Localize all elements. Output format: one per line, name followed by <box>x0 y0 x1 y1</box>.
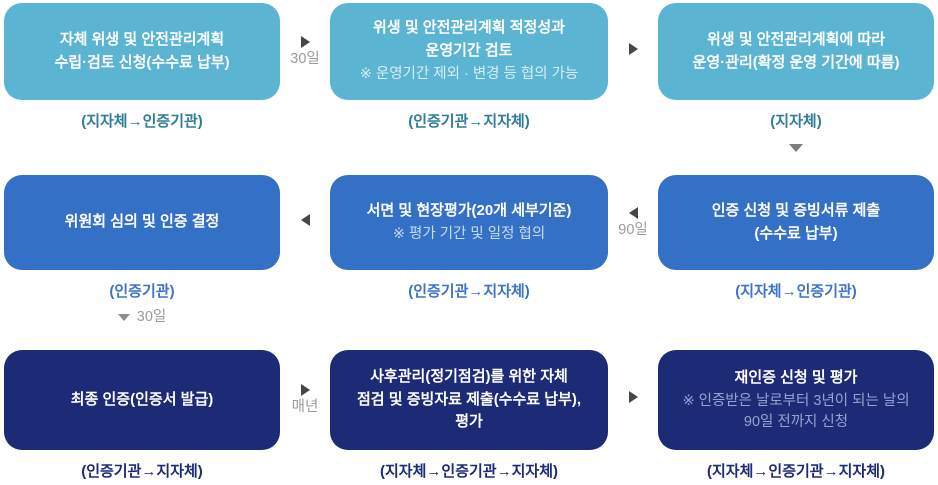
step-committee-decision: 위원회 심의 및 인증 결정 <box>4 175 280 270</box>
step-title: 자체 위생 및 안전관리계획 수립·검토 신청(수수료 납부) <box>54 31 230 71</box>
flow-cell: 위생 및 안전관리계획에 따라 운영·관리(확정 운영 기간에 따름) (지자체… <box>658 3 934 152</box>
arrow-right-icon <box>300 35 310 48</box>
arrow-label: 30일 <box>136 308 167 325</box>
flow-cell: 재인증 신청 및 평가 ※ 인증받은 날로부터 3년이 되는 날의 90일 전까… <box>658 350 934 481</box>
arrow-left-icon <box>628 206 638 219</box>
step-caption: (지자체→인증기관→지자체) <box>380 463 558 480</box>
step-caption: (지자체) <box>770 113 822 130</box>
step-caption: (지자체→인증기관) <box>735 283 857 300</box>
arrow-label: 30일 <box>290 50 320 67</box>
flow-cell: 자체 위생 및 안전관리계획 수립·검토 신청(수수료 납부) (지자체→인증기… <box>4 3 280 131</box>
arrow-label: 90일 <box>618 221 648 238</box>
step-note: ※ 인증받은 날로부터 3년이 되는 날의 90일 전까지 신청 <box>682 393 910 431</box>
step-title: 재인증 신청 및 평가 <box>734 368 858 386</box>
arrow-label: 매년 <box>291 399 319 416</box>
step-caption: (지자체→인증기관) <box>81 113 203 130</box>
step-caption: (인증기관→지자체) <box>81 463 203 480</box>
step-note: ※ 평가 기간 및 일정 협의 <box>392 226 546 243</box>
flow-connector: 30일 <box>280 3 330 100</box>
step-caption: (인증기관→지자체) <box>408 113 530 130</box>
flow-connector <box>608 350 658 450</box>
step-title: 인증 신청 및 증빙서류 제출 (수수료 납부) <box>711 202 881 242</box>
arrow-right-icon <box>628 391 638 403</box>
step-title: 위원회 심의 및 인증 결정 <box>64 213 220 231</box>
flow-connector <box>608 3 658 100</box>
step-note: ※ 운영기간 제외 · 변경 등 협의 가능 <box>359 66 579 83</box>
flow-cell: 위생 및 안전관리계획 적정성과 운영기간 검토 ※ 운영기간 제외 · 변경 … <box>330 3 608 131</box>
step-title: 최종 인증(인증서 발급) <box>70 390 214 408</box>
flow-cell: 위원회 심의 및 인증 결정 (인증기관) 30일 <box>4 175 280 325</box>
step-follow-up-management: 사후관리(정기점검)를 위한 자체 점검 및 증빙자료 제출(수수료 납부), … <box>330 350 608 450</box>
step-plan-review: 위생 및 안전관리계획 적정성과 운영기간 검토 ※ 운영기간 제외 · 변경 … <box>330 3 608 100</box>
down-arrow-with-label: 30일 <box>117 308 167 326</box>
flow-row-2: 위원회 심의 및 인증 결정 (인증기관) 30일 서면 및 현장평가(20개 … <box>0 175 938 325</box>
step-document-field-evaluation: 서면 및 현장평가(20개 세부기준) ※ 평가 기간 및 일정 협의 <box>330 175 608 270</box>
flow-cell: 사후관리(정기점검)를 위한 자체 점검 및 증빙자료 제출(수수료 납부), … <box>330 350 608 481</box>
flow-cell: 서면 및 현장평가(20개 세부기준) ※ 평가 기간 및 일정 협의 (인증기… <box>330 175 608 301</box>
arrow-down-icon <box>117 313 130 321</box>
step-title: 위생 및 안전관리계획에 따라 운영·관리(확정 운영 기간에 따름) <box>692 31 900 71</box>
step-plan-submission: 자체 위생 및 안전관리계획 수립·검토 신청(수수료 납부) <box>4 3 280 100</box>
step-title: 사후관리(정기점검)를 위한 자체 점검 및 증빙자료 제출(수수료 납부), … <box>356 368 582 431</box>
flow-connector <box>280 175 330 270</box>
arrow-left-icon <box>300 213 310 226</box>
step-final-certification: 최종 인증(인증서 발급) <box>4 350 280 450</box>
arrow-right-icon <box>300 384 310 397</box>
step-caption: (인증기관) <box>109 283 175 300</box>
step-caption: (지자체→인증기관→지자체) <box>707 463 885 480</box>
step-title: 서면 및 현장평가(20개 세부기준) <box>366 201 572 219</box>
flow-row-1: 자체 위생 및 안전관리계획 수립·검토 신청(수수료 납부) (지자체→인증기… <box>0 3 938 152</box>
step-operation-management: 위생 및 안전관리계획에 따라 운영·관리(확정 운영 기간에 따름) <box>658 3 934 100</box>
flow-cell: 최종 인증(인증서 발급) (인증기관→지자체) <box>4 350 280 481</box>
flow-connector: 매년 <box>280 350 330 450</box>
step-title: 위생 및 안전관리계획 적정성과 운영기간 검토 <box>373 19 565 59</box>
flow-connector: 90일 <box>608 175 658 270</box>
flow-cell: 인증 신청 및 증빙서류 제출 (수수료 납부) (지자체→인증기관) <box>658 175 934 301</box>
step-caption: (인증기관→지자체) <box>408 283 530 300</box>
step-certification-application: 인증 신청 및 증빙서류 제출 (수수료 납부) <box>658 175 934 270</box>
arrow-down-icon <box>789 143 803 152</box>
step-recertification: 재인증 신청 및 평가 ※ 인증받은 날로부터 3년이 되는 날의 90일 전까… <box>658 350 934 450</box>
flow-row-3: 최종 인증(인증서 발급) (인증기관→지자체) 매년 사후관리(정기점검)를 … <box>0 350 938 481</box>
arrow-right-icon <box>628 42 638 55</box>
